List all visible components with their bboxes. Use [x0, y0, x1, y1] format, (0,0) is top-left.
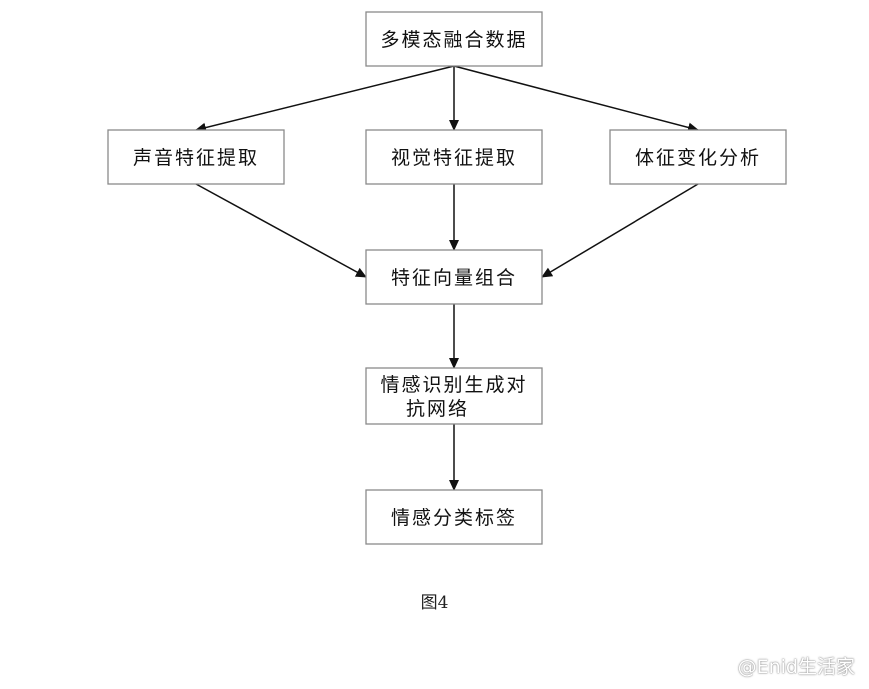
- node-label: 特征向量组合: [391, 267, 517, 289]
- node-box: [365, 11, 543, 67]
- node-label: 声音特征提取: [133, 147, 259, 169]
- edge-sound-to-vector: [195, 183, 367, 278]
- node-body: 体征变化分析: [609, 129, 787, 185]
- node-box: [609, 129, 787, 185]
- edge-body-to-vector: [541, 183, 699, 278]
- node-label: 多模态融合数据: [380, 29, 527, 51]
- node-box: [107, 129, 285, 185]
- node-box: [365, 489, 543, 545]
- node-box: [365, 367, 543, 425]
- watermark: @Enid生活家: [706, 652, 855, 679]
- weibo-icon: [706, 656, 730, 676]
- node-box: [365, 249, 543, 305]
- node-label: 体征变化分析: [635, 147, 761, 169]
- node-gan: 情感识别生成对抗网络: [365, 367, 543, 425]
- flowchart-edges: [195, 65, 699, 491]
- node-label: 情感分类标签: [365, 489, 543, 545]
- figure-caption: 图4: [420, 593, 449, 613]
- node-vector: 特征向量组合: [365, 249, 543, 305]
- node-box: [365, 129, 543, 185]
- node-multimodal: 多模态融合数据: [365, 11, 543, 67]
- node-visual: 视觉特征提取: [365, 129, 543, 185]
- node-sound: 声音特征提取: [107, 129, 285, 185]
- watermark-text: @Enid生活家: [737, 656, 855, 678]
- edge-multimodal-to-sound: [195, 65, 455, 133]
- node-label: 情感识别生成对抗网络: [380, 374, 527, 420]
- edge-multimodal-to-body: [453, 65, 699, 133]
- node-label: 情感分类标签: [391, 507, 517, 529]
- node-label: 视觉特征提取: [391, 147, 517, 169]
